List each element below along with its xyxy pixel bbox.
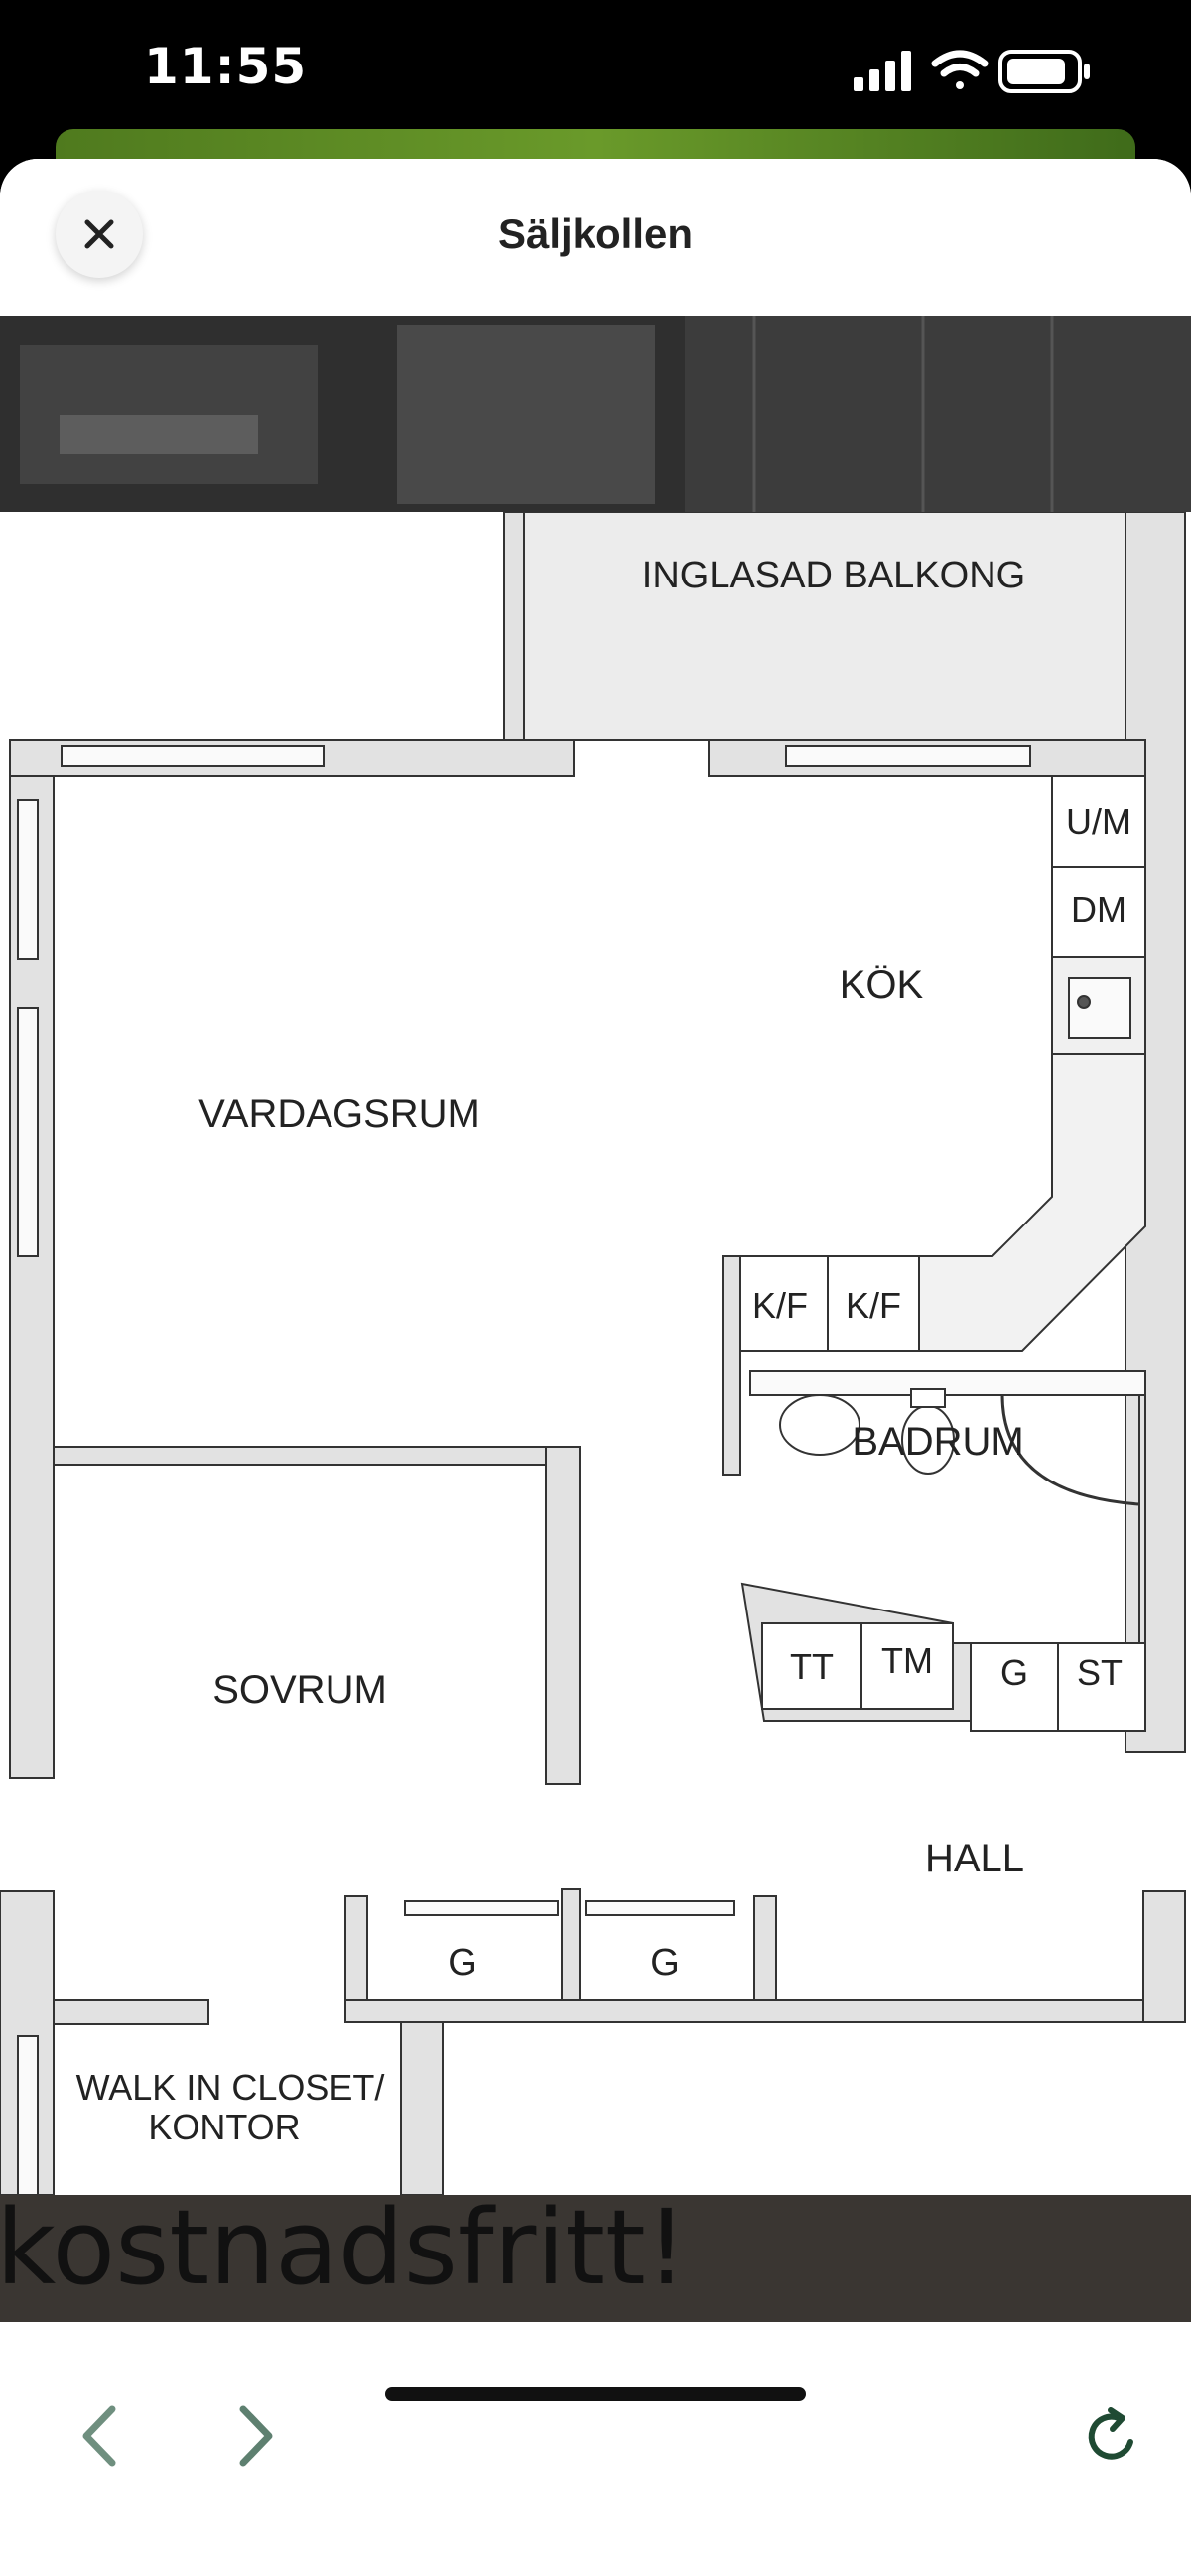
fixture-label-kf-1: K/F bbox=[752, 1285, 808, 1326]
room-label-hall: HALL bbox=[925, 1837, 1024, 1880]
fixture-label-g-closet-1: G bbox=[448, 1942, 477, 1984]
room-label-closet-line1: WALK IN CLOSET/ bbox=[76, 2067, 385, 2108]
chevron-right-icon bbox=[239, 2405, 273, 2467]
cellular-signal-icon bbox=[854, 51, 911, 91]
floorplan-image: INGLASAD BALKONG KÖK VARDAGSRUM BADRUM S… bbox=[0, 511, 1191, 2196]
home-indicator bbox=[385, 2387, 806, 2401]
battery-icon bbox=[998, 50, 1090, 93]
fixture-label-g-bath: G bbox=[1000, 1652, 1028, 1693]
forward-button[interactable] bbox=[210, 2391, 300, 2481]
close-icon bbox=[84, 219, 114, 249]
wifi-icon bbox=[931, 50, 989, 89]
room-label-bathroom: BADRUM bbox=[852, 1420, 1023, 1464]
room-label-kitchen: KÖK bbox=[840, 964, 924, 1007]
room-label-bedroom: SOVRUM bbox=[212, 1668, 387, 1712]
banner-text: kostnadsfritt! bbox=[0, 2195, 688, 2308]
fixture-label-tt: TT bbox=[790, 1646, 834, 1687]
fixture-label-g-closet-2: G bbox=[650, 1942, 680, 1984]
browser-toolbar bbox=[0, 2322, 1191, 2576]
room-label-balcony: INGLASAD BALKONG bbox=[642, 555, 1025, 596]
fixture-label-tm: TM bbox=[881, 1640, 933, 1681]
room-label-living-room: VARDAGSRUM bbox=[198, 1093, 480, 1136]
chevron-left-icon bbox=[82, 2405, 116, 2467]
listing-banner: kostnadsfritt! bbox=[0, 2195, 1191, 2322]
status-time: 11:55 bbox=[144, 38, 308, 95]
fixture-label-kf-2: K/F bbox=[846, 1285, 901, 1326]
fixture-label-st: ST bbox=[1077, 1652, 1123, 1693]
status-bar: 11:55 bbox=[0, 0, 1191, 149]
reload-icon bbox=[1088, 2407, 1133, 2460]
listing-photo bbox=[0, 316, 1191, 512]
status-icons bbox=[854, 42, 1112, 106]
room-label-closet-line2: KONTOR bbox=[148, 2107, 300, 2147]
sheet-header: Säljkollen bbox=[0, 159, 1191, 316]
reload-button[interactable] bbox=[1068, 2391, 1157, 2481]
back-button[interactable] bbox=[56, 2391, 145, 2481]
sheet-title: Säljkollen bbox=[497, 210, 694, 257]
fixture-label-um: U/M bbox=[1066, 801, 1131, 841]
browser-sheet: Säljkollen bbox=[0, 159, 1191, 2576]
close-button[interactable] bbox=[56, 191, 143, 278]
fixture-label-dm: DM bbox=[1071, 889, 1126, 930]
